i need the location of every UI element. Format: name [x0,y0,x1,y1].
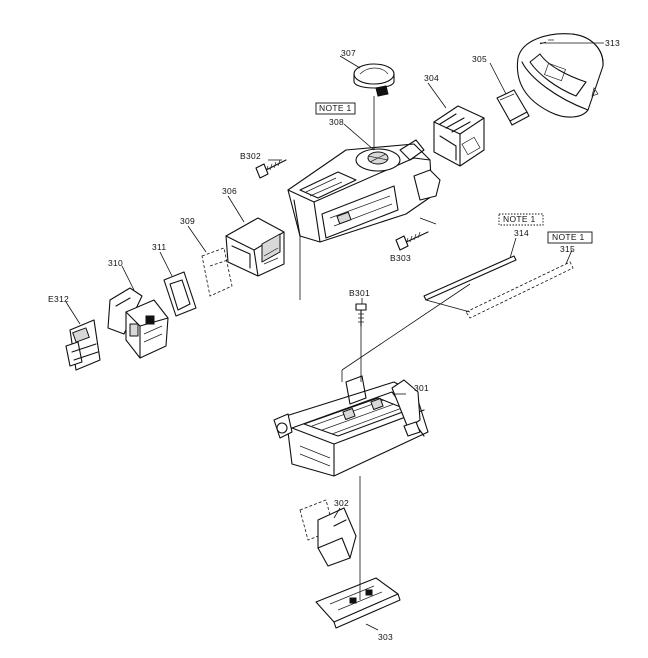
part-301-lower-chassis [273,375,429,477]
part-304-block [433,105,485,167]
note-314-text: NOTE 1 [503,214,536,224]
note-306: NOTE 1 [315,102,356,115]
label-313: 313 [605,38,620,48]
label-B301: B301 [349,288,370,298]
label-303: 303 [378,632,393,642]
part-306-upper-body [287,139,441,243]
note-315-text: NOTE 1 [552,232,585,242]
label-314: 314 [514,228,529,238]
label-308: 306 [222,186,237,196]
label-309: 309 [180,216,195,226]
part-302-bracket [299,499,357,567]
screw-B302 [255,159,287,179]
label-310: 310 [108,258,123,268]
note-315: NOTE 1 [547,231,593,244]
part-labels: 307 313 305 304 308 B302 306 309 311 310… [48,38,620,642]
part-313-front-cover [516,33,604,118]
label-B303: B303 [390,253,411,263]
part-305-small-plate [496,89,530,126]
part-307-dial [353,63,395,97]
label-306: 308 [329,117,344,127]
label-302: 302 [334,498,349,508]
label-307: 307 [341,48,356,58]
leader-lines [65,42,604,631]
label-B302: B302 [240,151,261,161]
part-E312-switch [65,319,101,371]
screw-B303 [395,231,429,251]
note-314: NOTE 1 [498,213,544,226]
part-303-bottom-plate [315,577,401,629]
label-301: 301 [414,383,429,393]
label-305: 305 [472,54,487,64]
part-314-rod [423,255,517,301]
label-315: 315 [560,244,575,254]
label-E312: E312 [48,294,69,304]
part-308-cube [225,217,285,277]
part-309-sheet [201,247,233,297]
part-315-rod [465,261,574,319]
label-304: 304 [424,73,439,83]
part-310-bracket-assembly [107,287,169,359]
part-311-frame [163,271,197,317]
label-311: 311 [152,242,166,252]
note-306-text: NOTE 1 [319,103,352,113]
screw-B301 [355,303,367,327]
